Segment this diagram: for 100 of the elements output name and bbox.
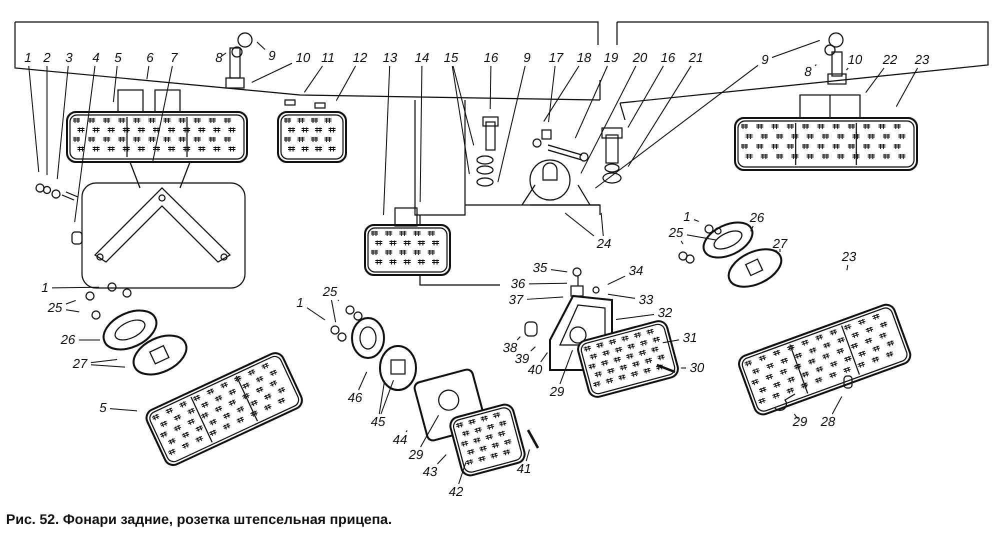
callout-number: 5 [113,51,123,65]
leader-line [452,66,470,175]
callout-number: 44 [392,433,408,447]
leader-line [846,68,849,71]
leader-line [580,66,636,174]
leader-line [383,66,390,216]
callout-number: 17 [548,51,564,65]
leader-line [550,269,568,272]
leader-line [251,62,292,83]
callout-number: 10 [846,53,864,67]
leader-line [497,66,526,183]
leader-line [306,307,326,320]
callout-number: 7 [169,51,179,65]
callout-number: 38 [502,341,518,355]
callout-number: 9 [760,53,770,67]
callout-number: 21 [688,51,704,65]
leader-line [458,462,466,484]
callout-number: 5 [98,401,108,415]
callout-number: 16 [482,51,500,65]
leader-line [846,264,848,271]
callout-number: 41 [516,462,532,476]
figure-caption: Рис. 52. Фонари задние, розетка штепсельная прицепа. [6,511,392,527]
leader-line [772,40,820,58]
leader-line [406,430,408,432]
leader-line [146,66,150,80]
leader-line [336,66,356,102]
leader-line [564,212,594,236]
leader-line [543,66,580,122]
leader-line [528,282,568,284]
leader-line [750,226,754,232]
callout-number: 25 [668,226,684,240]
leader-line [331,300,336,323]
leader-line [152,66,173,163]
callout-number: 39 [514,352,530,366]
leader-line [526,296,564,300]
leader-line [548,66,556,123]
callout-number: 19 [602,51,620,65]
callout-number: 35 [532,261,548,275]
leader-line [304,66,323,93]
callout-number: 46 [346,391,364,405]
leader-line [607,294,636,299]
leader-line [628,66,692,168]
leader-line [66,300,76,304]
leader-line [607,276,626,285]
leader-line [256,42,266,50]
callout-number: 9 [522,51,532,65]
callout-number: 11 [320,51,336,65]
leader-line [615,314,654,320]
callout-number: 40 [526,363,544,377]
callout-number: 2 [42,51,52,65]
callout-number: 1 [682,210,692,224]
callout-number: 1 [40,281,50,295]
leader-line [90,364,126,368]
callout-number: 1 [23,51,33,65]
leader-line [74,66,96,223]
callout-number: 1 [295,296,305,310]
leader-line [574,66,608,139]
leader-line [380,380,394,414]
callout-number: 10 [294,51,312,65]
leader-line [222,52,226,56]
leader-line [530,346,536,352]
callout-number: 29 [548,385,566,399]
callout-number: 25 [322,285,338,299]
callout-number: 27 [72,357,88,371]
leader-line [627,66,664,128]
leader-line [832,396,842,414]
leader-line [378,380,386,414]
leader-line [662,339,680,344]
leader-line [490,66,492,110]
leader-line [420,66,422,202]
leader-line [694,219,700,222]
leader-line [358,371,368,390]
leader-line [90,359,118,364]
leader-line [896,68,918,108]
leader-line [56,66,69,180]
callout-number: 45 [370,415,386,429]
callout-number: 36 [510,277,526,291]
callout-number: 37 [508,293,524,307]
callout-number: 23 [914,53,930,67]
callout-number: 14 [414,51,430,65]
leader-line [338,300,340,302]
callout-number: 13 [382,51,398,65]
leader-line [452,66,474,146]
callout-number: 16 [660,51,676,65]
callout-number: 8 [214,51,224,65]
callout-number: 42 [448,485,464,499]
leader-line [46,66,48,176]
callout-number: 15 [442,51,460,65]
leader-line [559,350,573,384]
callout-number: 32 [656,306,674,320]
callout-number: 26 [748,211,766,225]
leader-line [112,66,118,103]
callout-number: 9 [267,49,277,63]
callout-number: 22 [882,53,898,67]
leader-line [540,352,548,362]
leader-line [110,408,138,412]
callout-number: 6 [145,51,155,65]
leader-line [28,66,40,173]
callout-number: 31 [682,331,698,345]
callout-number: 20 [632,51,648,65]
